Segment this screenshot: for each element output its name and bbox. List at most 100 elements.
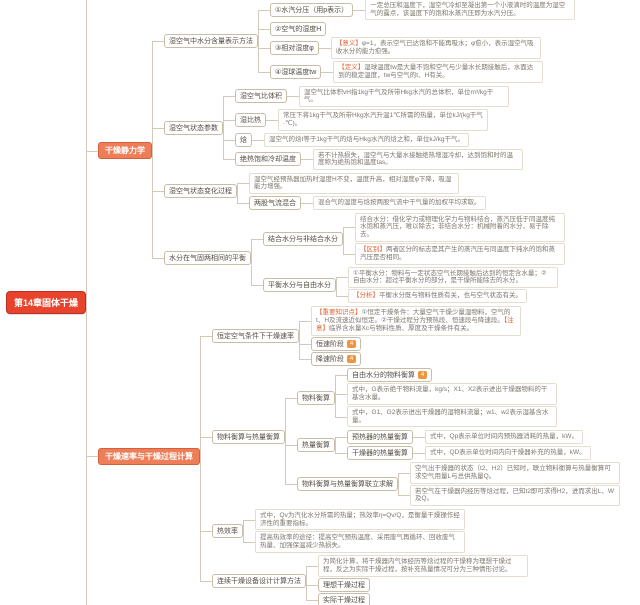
children-group: 预热器的热量衡算 式中，Qp表示单位时间内预热器消耗的热量，kW。干燥器的热量衡算… [335, 429, 591, 461]
node-label: ④湿球温度tw [275, 68, 317, 76]
mindmap-topic-node[interactable]: 水分在气固两相间的平衡 [164, 250, 252, 265]
mindmap-note-node[interactable]: 空气出干燥器的状态（t2、H2）已知时，联立物料衡算与热量衡算可求空气用量L与总… [410, 462, 621, 484]
node-label: 湿空气中水分含量表示方法 [169, 37, 254, 45]
children-group: 【意义】φ=1，表示空气已达饱和不能再吸水；φ愈小，表示湿空气吸收水分的能力愈强… [318, 37, 541, 60]
mindmap-topic-node[interactable]: 物料衡算 [297, 390, 336, 405]
children-group: 湿空气比体积vH指1kg干气及所带Hkg水汽的总体积，单位m³/kg干气。 [287, 85, 510, 108]
mindmap-topic-node[interactable]: 绝热饱和冷却温度 [235, 152, 302, 167]
highlight-marker: 【重要知识点】 [316, 309, 362, 317]
mindmap-topic-node[interactable]: 平衡水分与自由水分 [263, 277, 337, 292]
node-label: 第14章固体干燥 [14, 298, 79, 308]
mindmap-topic-node[interactable]: 热效率 [212, 523, 244, 538]
children-group: ①水汽分压（用p表示） 一定总压和温度下，湿空气冷却至凝出第一个小液滴时的温度为湿… [258, 0, 576, 84]
highlight-marker: 【分析】 [353, 292, 380, 300]
mindmap-topic-node[interactable]: 湿空气比体积 [235, 89, 288, 104]
node-label: 结合水分与非结合水分 [268, 235, 339, 243]
mindmap-branch-node[interactable]: 干燥静力学 [98, 142, 153, 160]
node-label: 热量衡算 [302, 441, 331, 449]
node-label: 【意义】φ=1，表示空气已达饱和不能再吸水；φ愈小，表示湿空气吸收水分的能力愈强… [335, 40, 534, 56]
children-group: 概述固体去湿方法物料去湿方法包括：①机械去湿；②吸附去湿；③供热干燥。对流干燥特… [86, 0, 621, 605]
mindmap-note-node[interactable]: 式中，G1、G2表示进出干燥器的湿物料流量；w1、w2表示湿基含水量。 [347, 405, 558, 428]
children-group: 【定义】湿球温度tw是大量不饱和空气与少量水长期接触后，水面达到的稳定温度，tw… [321, 60, 544, 83]
mindmap-note-node[interactable]: 【意义】φ=1，表示空气已达饱和不能再吸水；φ愈小，表示湿空气吸收水分的能力愈强… [330, 37, 541, 59]
mindmap-note-node[interactable]: 若空气在干燥器内经历等焓过程，已知t2即可求得H2，进而求出L、W及Q。 [410, 484, 621, 507]
mindmap-topic-node[interactable]: 理想干燥过程 [318, 577, 371, 592]
mindmap-topic-node[interactable]: 焓 [235, 132, 253, 147]
node-label: ①水汽分压（用p表示） [275, 6, 349, 14]
node-label: 平衡水分与自由水分 [268, 281, 332, 289]
mindmap-note-node[interactable]: 湿空气的焓I等于1kg干气的焓与Hkg水汽的焓之和，单位kJ/kg干气。 [264, 132, 470, 147]
children-group: 湿空气经预热器加热时湿度H不变，温度升高，相对湿度φ下降，吸湿能力增强。两股气流… [237, 172, 486, 210]
node-label: 干燥速率与干燥过程计算 [105, 451, 194, 461]
mindmap-topic-node[interactable]: ③相对湿度φ [270, 41, 319, 56]
mindmap-note-node[interactable]: 【分析】平衡水分既与物料性质有关，也与空气状态有关。 [348, 289, 528, 303]
node-label: ③相对湿度φ [275, 45, 314, 53]
node-label: 恒定空气条件下干燥速率 [217, 333, 295, 341]
mindmap-root-node[interactable]: 第14章固体干燥 [6, 291, 87, 314]
node-label: 【区别】两者区分的标志是其产生的蒸汽压与同温度下纯水的饱和蒸汽压是否相同。 [360, 245, 556, 261]
mindmap-topic-node[interactable]: ①水汽分压（用p表示） [270, 2, 354, 17]
mindmap-topic-node[interactable]: 恒定空气条件下干燥速率 [212, 329, 300, 344]
mindmap-topic-node[interactable]: 湿空气状态变化过程 [164, 184, 238, 199]
mindmap-note-node[interactable]: 提高热效率的途径：提高空气预热温度、采用废气再循环、回收废气热量、加强保温减少热… [255, 531, 466, 553]
mindmap-topic-node[interactable]: ②空气的湿度H [270, 21, 327, 36]
mindmap-topic-node[interactable]: ④湿球温度tw [270, 64, 322, 79]
node-label: 【分析】平衡水分既与物料性质有关，也与空气状态有关。 [353, 292, 523, 300]
node-label: 【定义】湿球温度tw是大量不饱和空气与少量水长期接触后，水面达到的稳定温度，tw… [338, 63, 534, 79]
mindmap-note-node[interactable]: 【区别】两者区分的标志是其产生的蒸汽压与同温度下纯水的饱和蒸汽压是否相同。 [355, 242, 566, 265]
attachment-badge[interactable]: 4 [418, 371, 428, 380]
attachment-badge[interactable]: 4 [347, 354, 357, 363]
node-label: 一定总压和温度下，湿空气冷却至凝出第一个小液滴时的温度为湿空气的露点，该温度下的… [370, 1, 566, 17]
node-label: 若不计热损失，湿空气与大量水接触绝热增湿冷却，达到饱和时的温度称为绝热饱和温度t… [318, 151, 514, 167]
node-label: 理想干燥过程 [323, 581, 366, 589]
node-label: 两股气流混合 [254, 199, 297, 207]
mindmap-note-node[interactable]: 为简化计算，将干燥器内气体经历等焓过程的干燥称为理想干燥过程，反之为实际干燥过程… [318, 554, 529, 577]
mindmap-note-node[interactable]: 混合气的湿度与焓按两股气流中干气量的加权平均求取。 [313, 195, 486, 210]
mindmap-note-node[interactable]: 【重要知识点】①恒定干燥条件：大量空气干燥少量湿物料，空气的t、H及流速近似恒定… [311, 306, 522, 336]
mindmap-note-node[interactable]: 常压下将1kg干气及所带Hkg水汽升温1℃所需的热量，单位kJ/(kg干气·℃)… [278, 109, 489, 131]
mindmap-note-node[interactable]: 式中，Qv为汽化水分所需的热量；热效率η=Qv/Q，是衡量干燥操作经济性的重要指… [255, 508, 466, 531]
mindmap-topic-node[interactable]: 实际干燥过程 [318, 592, 371, 605]
mindmap-topic-node[interactable]: 结合水分与非结合水分 [263, 231, 344, 246]
mindmap-note-node[interactable]: 式中，G表示绝干物料流量，kg/s；X1、X2表示进出干燥器物料的干基含水量。 [347, 383, 558, 405]
attachment-badge[interactable]: 4 [347, 339, 357, 348]
mindmap-note-node[interactable]: 【定义】湿球温度tw是大量不饱和空气与少量水长期接触后，水面达到的稳定温度，tw… [333, 60, 544, 83]
node-label: 式中，G表示绝干物料流量，kg/s；X1、X2表示进出干燥器物料的干基含水量。 [352, 386, 548, 402]
node-label: 物料衡算与热量衡算联立求解 [302, 481, 394, 489]
mindmap-topic-node[interactable]: 物料衡算与热量衡算联立求解 [297, 477, 399, 492]
mindmap-topic-node[interactable]: 湿空气状态参数 [164, 120, 224, 135]
mindmap-note-node[interactable]: 结合水分：借化学力或物理化学力与物料结合，蒸汽压低于同温度纯水饱和蒸汽压，难以除… [355, 212, 566, 242]
node-label: 连续干燥设备设计计算方法 [217, 577, 302, 585]
mindmap-topic-node[interactable]: 湿空气中水分含量表示方法 [164, 33, 259, 48]
node-label: 水分在气固两相间的平衡 [169, 254, 247, 262]
node-label: 干燥器的热量衡算 [352, 449, 409, 457]
mindmap-topic-node[interactable]: 热量衡算 [297, 437, 336, 452]
highlight-marker: 【定义】 [338, 63, 365, 71]
children-group: 湿空气的焓I等于1kg干气的焓与Hkg水汽的焓之和，单位kJ/kg干气。 [252, 132, 470, 147]
mindmap-note-node[interactable]: 式中，Qp表示单位时间内预热器消耗的热量，kW。 [425, 429, 584, 444]
node-label: 为简化计算，将干燥器内气体经历等焓过程的干燥称为理想干燥过程，反之为实际干燥过程… [323, 557, 512, 573]
mindmap-topic-node[interactable]: 连续干燥设备设计计算方法 [212, 573, 307, 588]
mindmap-branch-node[interactable]: 干燥速率与干燥过程计算 [98, 447, 201, 465]
mindmap-note-node[interactable]: 式中，QD表示单位时间内向干燥器补充的热量，kW。 [425, 445, 591, 460]
node-label: 式中，Qp表示单位时间内预热器消耗的热量，kW。 [430, 432, 579, 440]
mindmap-note-node[interactable]: 若不计热损失，湿空气与大量水接触绝热增湿冷却，达到饱和时的温度称为绝热饱和温度t… [313, 148, 524, 171]
mindmap-note-node[interactable]: 湿空气经预热器加热时湿度H不变，温度升高，相对湿度φ下降，吸湿能力增强。 [249, 172, 460, 195]
mindmap-note-node[interactable]: 湿空气比体积vH指1kg干气及所带Hkg水汽的总体积，单位m³/kg干气。 [299, 85, 510, 108]
node-label: 物料衡算与热量衡算 [217, 434, 281, 442]
node-label: 湿空气状态参数 [169, 124, 219, 132]
mindmap-topic-node[interactable]: 两股气流混合 [249, 195, 302, 210]
mindmap-topic-node[interactable]: 预热器的热量衡算 [347, 429, 414, 444]
mindmap-note-node[interactable]: ①平衡水分：物料与一定状态空气长期接触后达到的恒定含水量；②自由水分：超过平衡水… [348, 266, 559, 289]
node-label: 降速阶段 [316, 355, 345, 363]
children-group: 空气出干燥器的状态（t2、H2）已知时，联立物料衡算与热量衡算可求空气用量L与总… [398, 462, 621, 507]
mindmap-topic-node[interactable]: 湿比热 [235, 112, 267, 127]
mindmap-note-node[interactable]: 一定总压和温度下，湿空气冷却至凝出第一个小液滴时的温度为湿空气的露点，该温度下的… [365, 0, 576, 21]
mindmap-topic-node[interactable]: 干燥器的热量衡算 [347, 445, 414, 460]
mindmap-topic-node[interactable]: 物料衡算与热量衡算 [212, 430, 286, 445]
node-label: 预热器的热量衡算 [352, 433, 409, 441]
